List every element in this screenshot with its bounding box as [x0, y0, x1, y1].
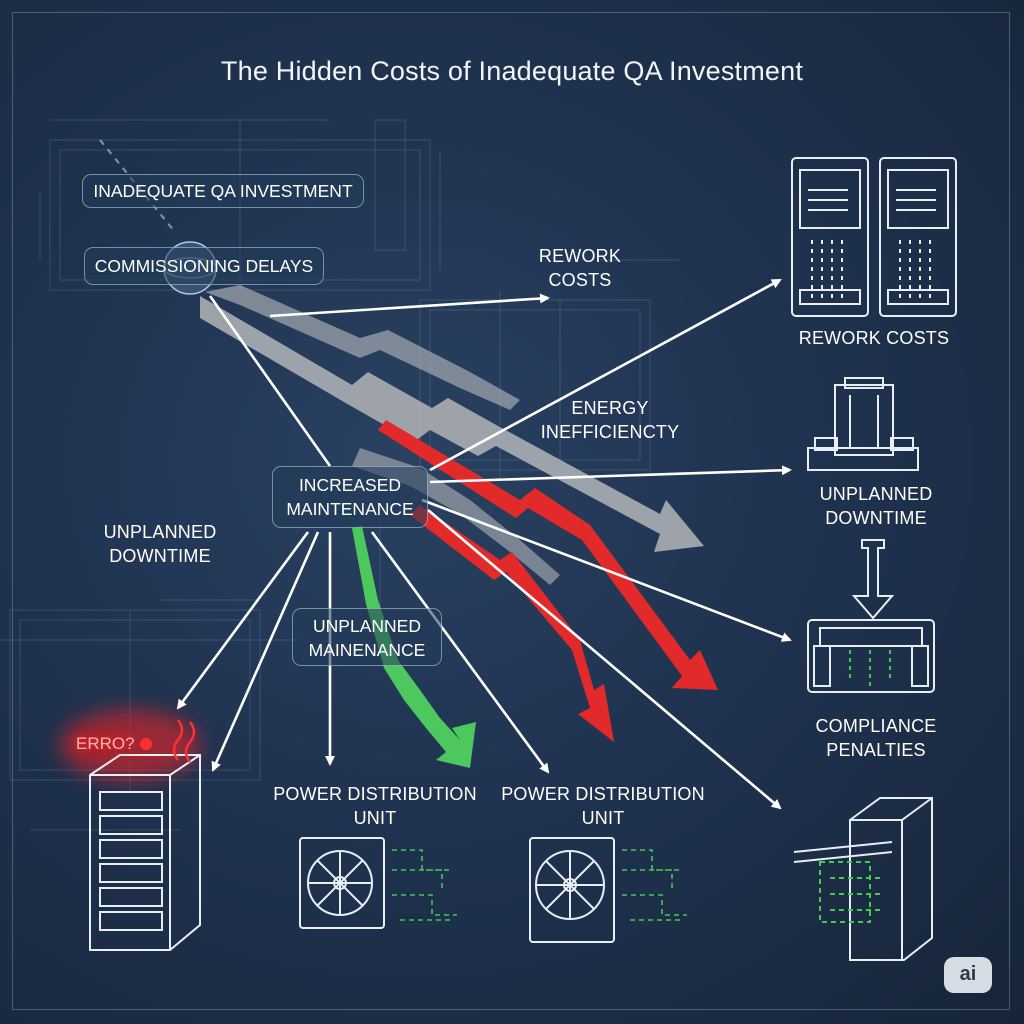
node-commissioning-delays: COMMISSIONING DELAYS [84, 247, 324, 285]
white-connector-arrows [176, 278, 792, 810]
server-rack-icon [791, 157, 957, 317]
label-unplanned-downtime-left-line1: UNPLANNED [103, 522, 217, 542]
red-flow-arrows [378, 420, 718, 742]
label-energy-inefficiency-line2: INEFFICIENCTY [540, 422, 680, 442]
label-pdu-2: POWER DISTRIBUTION UNIT [498, 782, 708, 830]
circuit-trace-icon [392, 849, 687, 921]
label-compliance-line2: PENALTIES [826, 740, 926, 760]
node-increased-maintenance-line1: INCREASED [298, 475, 402, 495]
cooling-unit-icon [807, 539, 935, 693]
node-unplanned-mainenance: UNPLANNED MAINENANCE [292, 608, 442, 666]
label-rework-costs-mid-line2: COSTS [548, 270, 612, 290]
error-server-icon [60, 710, 201, 951]
label-pdu-2-line1: POWER DISTRIBUTION [501, 784, 705, 804]
connector-diagonal [208, 295, 332, 467]
fan-unit-icon [299, 837, 615, 943]
label-energy-inefficiency-line1: ENERGY [571, 398, 649, 418]
label-compliance-penalties: COMPLIANCE PENALTIES [796, 714, 956, 762]
green-flow-arrow [352, 526, 476, 768]
label-unplanned-downtime-right: UNPLANNED DOWNTIME [796, 482, 956, 530]
ai-badge: ai [944, 957, 992, 993]
label-pdu-1-line1: POWER DISTRIBUTION [273, 784, 477, 804]
blueprint-frame [12, 12, 1010, 1010]
label-pdu-1: POWER DISTRIBUTION UNIT [270, 782, 480, 830]
label-unplanned-downtime-left-line2: DOWNTIME [109, 546, 211, 566]
label-unplanned-downtime-right-line2: DOWNTIME [825, 508, 927, 528]
label-compliance-line1: COMPLIANCE [815, 716, 937, 736]
node-unplanned-mainenance-line2: MAINENANCE [308, 640, 426, 660]
page-title: The Hidden Costs of Inadequate QA Invest… [220, 56, 804, 86]
label-unplanned-downtime-right-line1: UNPLANNED [819, 484, 933, 504]
blueprint-grid [0, 119, 680, 831]
label-rework-costs-mid: REWORK COSTS [510, 244, 650, 292]
node-increased-maintenance: INCREASED MAINTENANCE [272, 466, 428, 528]
label-energy-inefficiency: ENERGY INEFFICIENCTY [520, 396, 700, 444]
label-pdu-2-line2: UNIT [581, 808, 625, 828]
label-pdu-1-line2: UNIT [353, 808, 397, 828]
error-label: ERRO? [76, 734, 135, 753]
cabinet-icon [793, 797, 933, 961]
node-inadequate-qa: INADEQUATE QA INVESTMENT [82, 174, 364, 208]
label-unplanned-downtime-left: UNPLANNED DOWNTIME [80, 520, 240, 568]
label-rework-costs-right: REWORK COSTS [798, 328, 950, 348]
data-center-unit-icon [807, 377, 919, 471]
node-unplanned-mainenance-line1: UNPLANNED [313, 616, 421, 636]
label-rework-costs-mid-line1: REWORK [538, 246, 622, 266]
node-increased-maintenance-line2: MAINTENANCE [286, 499, 414, 519]
